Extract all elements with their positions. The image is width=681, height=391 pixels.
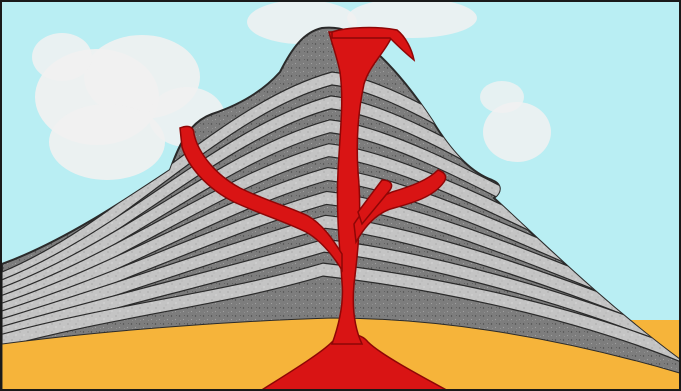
volcano-cross-section-diagram bbox=[2, 2, 681, 391]
volcano-diagram-frame bbox=[0, 0, 681, 391]
